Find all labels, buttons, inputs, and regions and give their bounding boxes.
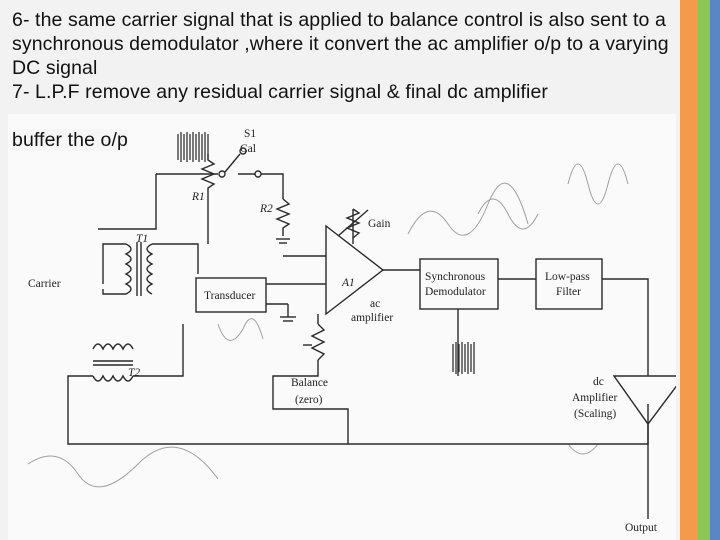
label-balance-2: (zero) bbox=[295, 394, 323, 406]
label-balance-1: Balance bbox=[291, 377, 328, 389]
label-t1: T1 bbox=[136, 233, 148, 245]
label-carrier: Carrier bbox=[28, 278, 61, 290]
label-sync-1: Synchronous bbox=[425, 271, 486, 283]
label-output: Output bbox=[625, 522, 658, 534]
stripe-orange bbox=[680, 0, 698, 540]
label-dc-2: Amplifier bbox=[572, 392, 618, 404]
sync-demod-block bbox=[419, 258, 499, 310]
r1-resistor bbox=[200, 154, 216, 194]
gain-resistor bbox=[345, 208, 361, 239]
stripe-green bbox=[698, 0, 710, 540]
label-dc-3: (Scaling) bbox=[574, 408, 616, 420]
label-lpf-2: Filter bbox=[556, 286, 581, 298]
stripe-blue bbox=[710, 0, 720, 540]
paragraph-7-line1: 7- L.P.F remove any residual carrier sig… bbox=[12, 81, 549, 103]
label-t2: T2 bbox=[128, 367, 140, 379]
label-gain: Gain bbox=[368, 218, 391, 230]
slide-text: 6- the same carrier signal that is appli… bbox=[12, 8, 677, 104]
label-a1: A1 bbox=[341, 277, 355, 289]
a1-amplifier bbox=[325, 224, 385, 316]
label-cal: Cal bbox=[240, 143, 256, 155]
paragraph-7-line2: buffer the o/p bbox=[12, 129, 128, 151]
lpf-block bbox=[535, 258, 603, 310]
label-transducer: Transducer bbox=[204, 290, 255, 302]
t1-coil-right bbox=[146, 243, 154, 295]
t1-coil-left bbox=[124, 243, 132, 295]
carrier-waveform-demod bbox=[452, 342, 475, 374]
label-lpf-1: Low-pass bbox=[545, 271, 590, 283]
carrier-waveform-top bbox=[177, 132, 209, 162]
r2-resistor bbox=[275, 198, 291, 236]
paragraph-6: 6- the same carrier signal that is appli… bbox=[12, 9, 669, 79]
label-ac-2: amplifier bbox=[351, 312, 393, 324]
paragraph-7-overlay: buffer the o/p bbox=[12, 128, 192, 152]
t2-coil-bottom bbox=[92, 374, 134, 382]
transducer-block bbox=[195, 277, 267, 313]
circuit-figure: S1 Cal R1 R2 Gain T1 T2 Carrier Transduc… bbox=[8, 114, 676, 540]
t2-coil-top bbox=[92, 343, 134, 351]
label-sync-2: Demodulator bbox=[425, 286, 486, 298]
label-dc-1: dc bbox=[593, 376, 604, 388]
label-r2: R2 bbox=[259, 203, 273, 215]
dc-amplifier bbox=[612, 375, 676, 426]
label-s1: S1 bbox=[244, 128, 256, 140]
label-ac-1: ac bbox=[370, 298, 380, 310]
label-r1: R1 bbox=[191, 191, 205, 203]
balance-pot bbox=[310, 323, 326, 361]
